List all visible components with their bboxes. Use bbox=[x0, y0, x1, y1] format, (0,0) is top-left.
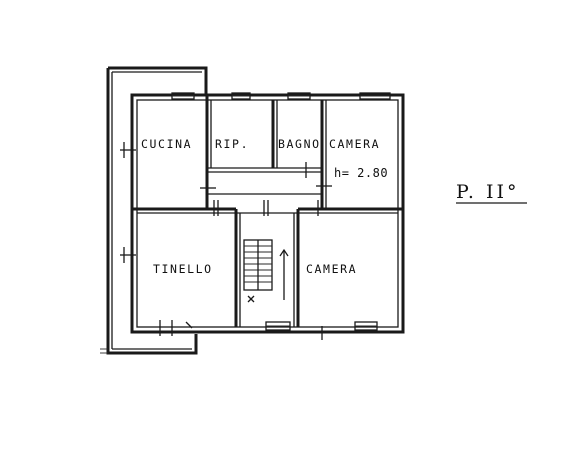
balcony-outline bbox=[100, 66, 208, 355]
interior-walls bbox=[132, 95, 403, 327]
floor-label: P. II° bbox=[456, 181, 520, 203]
room-label-camera-2: CAMERA bbox=[306, 262, 357, 276]
room-label-tinello: TINELLO bbox=[153, 262, 213, 276]
staircase bbox=[243, 239, 289, 303]
room-label-camera-1: CAMERA bbox=[329, 137, 380, 151]
stair-direction-arrow-icon bbox=[279, 248, 289, 257]
room-label-cucina: CUCINA bbox=[141, 137, 192, 151]
door-marks bbox=[120, 142, 332, 340]
room-label-bagno: BAGNO bbox=[278, 137, 321, 151]
ceiling-height-label: h= 2.80 bbox=[334, 166, 388, 180]
room-label-ripostiglio: RIP. bbox=[215, 137, 249, 151]
windows bbox=[171, 92, 391, 331]
